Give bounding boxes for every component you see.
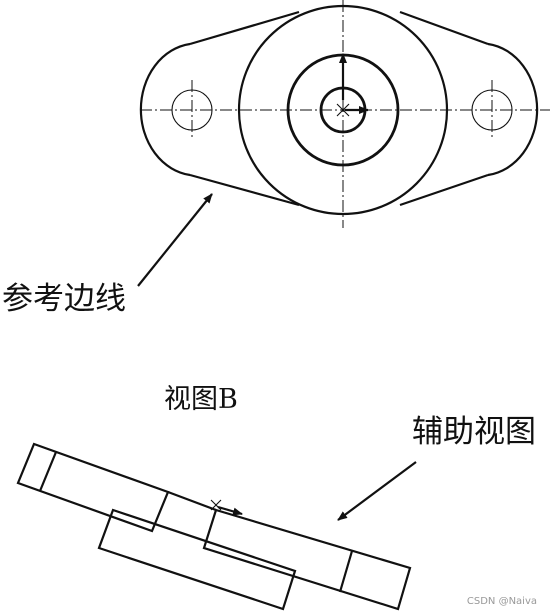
top-view — [139, 0, 550, 228]
aux-upper-block-divider — [38, 451, 58, 492]
view-b-label: 视图B — [164, 384, 238, 415]
auxiliary-view — [16, 442, 412, 611]
origin-cross-mark — [336, 103, 350, 117]
reference-edge-leader-arrow — [137, 193, 213, 287]
watermark: CSDN @Naiva — [466, 596, 537, 607]
auxiliary-view-label: 辅助视图 — [412, 414, 536, 450]
aux-right-block-divider — [338, 550, 354, 593]
aux-upper-block — [16, 442, 170, 533]
aux-direction-arrow — [217, 505, 243, 516]
reference-edge-label: 参考边线 — [2, 281, 126, 317]
aux-connecting-edge — [167, 490, 217, 512]
auxiliary-view-leader-arrow — [337, 461, 417, 521]
aux-right-block — [202, 508, 412, 611]
plate-outline — [139, 10, 539, 207]
aux-lower-block — [97, 508, 297, 611]
